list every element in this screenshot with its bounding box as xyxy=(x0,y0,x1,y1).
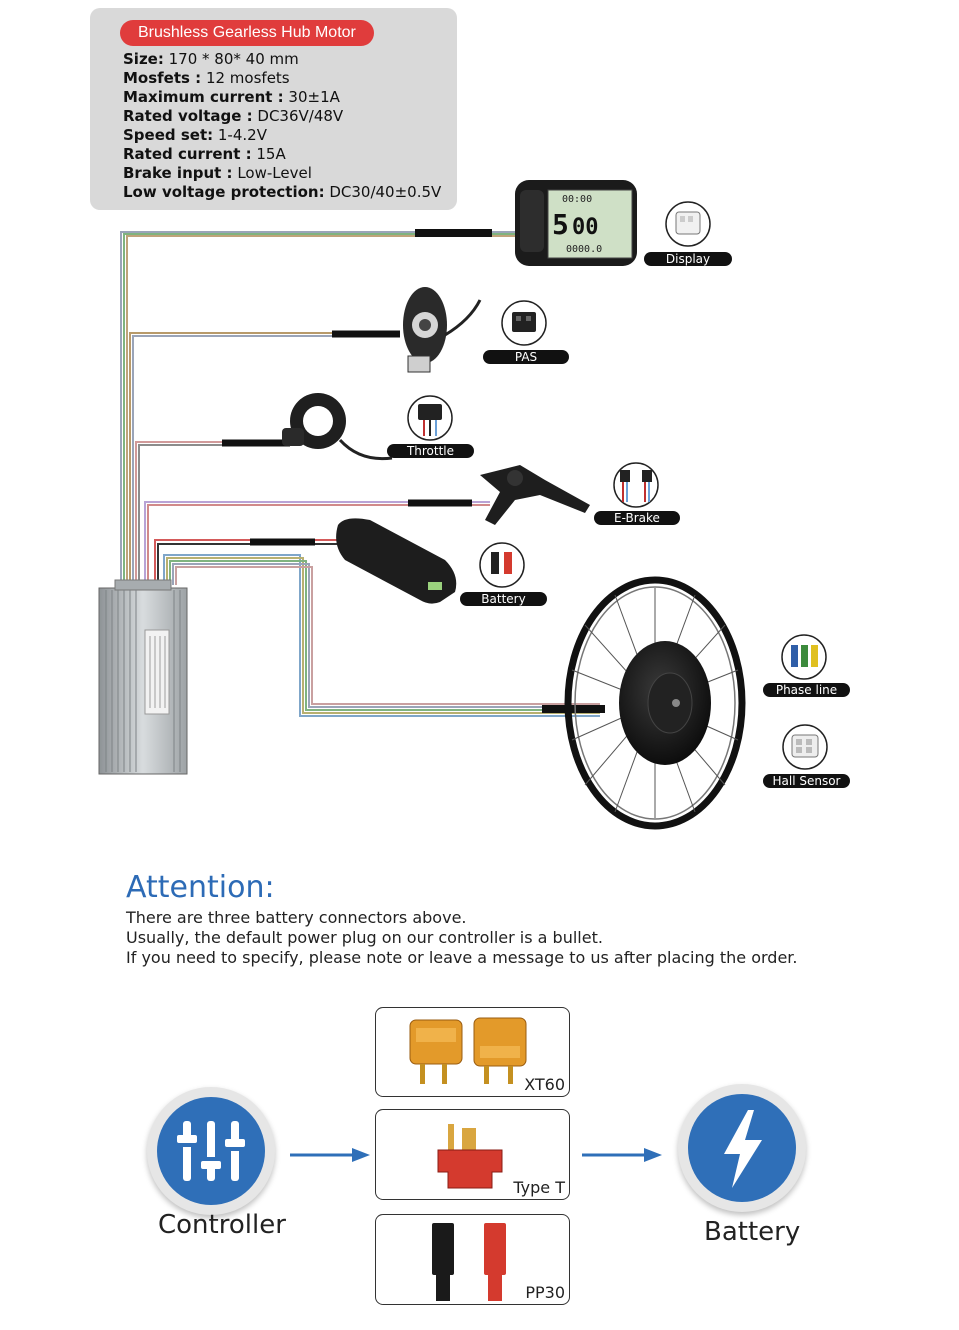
spec-panel: Brushless Gearless Hub Motor Size: 170 *… xyxy=(90,8,457,210)
ebrake-connector-icon xyxy=(613,462,659,508)
attention-section: Attention: There are three battery conne… xyxy=(126,870,798,968)
controller-unit xyxy=(98,579,188,775)
ebrake-lever xyxy=(480,465,590,525)
throttle-wire xyxy=(135,439,290,585)
ebrake-wire xyxy=(144,499,490,585)
hall-sensor-label: Hall Sensor xyxy=(763,774,850,788)
type-t-plug-icon xyxy=(437,1124,503,1189)
pas-wire xyxy=(129,330,400,585)
wiring-diagram: 00:00 5 00 0000.0 xyxy=(98,180,828,830)
ebrake-label: E-Brake xyxy=(594,511,680,525)
display-connector-icon xyxy=(665,201,711,247)
arrow-right-icon xyxy=(290,1148,370,1162)
display-speed: 5 xyxy=(552,208,569,241)
motor-wire xyxy=(163,554,605,717)
display-clock: 00:00 xyxy=(562,194,592,205)
spec-list: Size: 170 * 80* 40 mm Mosfets : 12 mosfe… xyxy=(123,50,441,202)
spec-row: Size: 170 * 80* 40 mm xyxy=(123,50,299,68)
hub-motor-wheel xyxy=(564,576,746,830)
battery-label: Battery xyxy=(460,592,547,606)
spec-title: Brushless Gearless Hub Motor xyxy=(120,20,374,46)
display-digits: 00 xyxy=(572,215,599,240)
throttle-device xyxy=(282,393,393,461)
spec-row: Brake input : Low-Level xyxy=(123,164,312,182)
plug-name-pp30: PP30 xyxy=(525,1283,565,1302)
sliders-icon xyxy=(177,1121,245,1181)
spec-row: Mosfets : 12 mosfets xyxy=(123,69,290,87)
hall-sensor-connector-icon xyxy=(782,724,828,770)
battery-circle xyxy=(678,1084,806,1212)
spec-row: Rated current : 15A xyxy=(123,145,286,163)
attention-title: Attention: xyxy=(126,870,275,905)
battery-pack xyxy=(336,518,457,604)
plug-option-type-t: Type T xyxy=(375,1109,570,1200)
plug-option-pp30: PP30 xyxy=(375,1214,570,1305)
plug-option-xt60: XT60 xyxy=(375,1007,570,1097)
phase-line-connector-icon xyxy=(781,634,827,680)
pas-sensor xyxy=(403,287,482,373)
spec-row: Low voltage protection: DC30/40±0.5V xyxy=(123,183,442,201)
battery-wire xyxy=(154,538,340,585)
attention-line: Usually, the default power plug on our c… xyxy=(126,928,603,947)
battery-connector-icon xyxy=(479,542,525,588)
xt60-plug-icon xyxy=(409,1017,527,1084)
display-wire xyxy=(120,229,520,585)
plug-name-type-t: Type T xyxy=(513,1178,565,1197)
spec-row: Maximum current : 30±1A xyxy=(123,88,340,106)
display-label: Display xyxy=(644,252,732,266)
spec-row: Speed set: 1-4.2V xyxy=(123,126,267,144)
plug-name-xt60: XT60 xyxy=(524,1075,565,1094)
lightning-icon xyxy=(724,1110,762,1188)
display-odometer: 0000.0 xyxy=(566,244,602,255)
throttle-label: Throttle xyxy=(387,444,474,458)
pp30-plug-icon xyxy=(432,1223,506,1301)
attention-line: If you need to specify, please note or l… xyxy=(126,948,798,967)
controller-circle xyxy=(147,1087,275,1215)
lcd-display-device: 00:00 5 00 0000.0 xyxy=(515,180,637,266)
pas-label: PAS xyxy=(483,350,569,364)
throttle-connector-icon xyxy=(407,395,453,441)
phase-line-label: Phase line xyxy=(763,683,850,697)
controller-label: Controller xyxy=(158,1210,286,1240)
battery-label-bottom: Battery xyxy=(704,1217,801,1247)
spec-row: Rated voltage : DC36V/48V xyxy=(123,107,344,125)
attention-line: There are three battery connectors above… xyxy=(126,908,467,927)
arrow-right-icon xyxy=(582,1148,662,1162)
pas-connector-icon xyxy=(501,300,547,346)
